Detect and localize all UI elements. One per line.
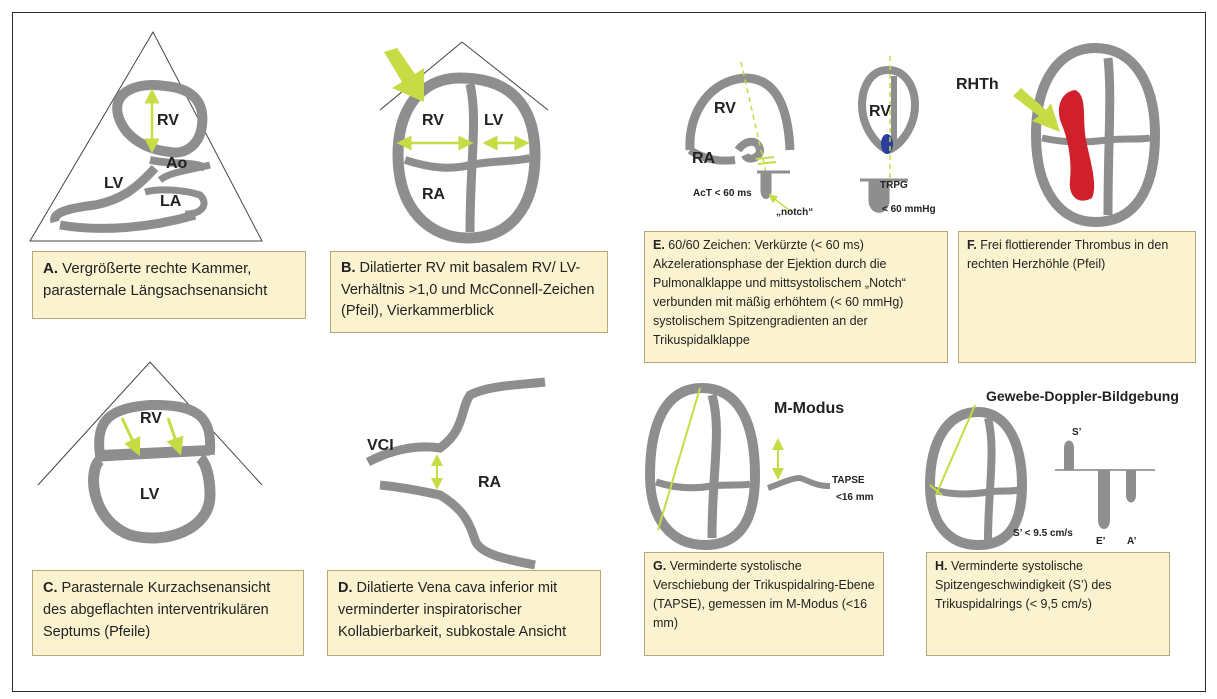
panel-c-label-rv: RV (140, 410, 162, 428)
panel-c-label-lv: LV (140, 486, 159, 504)
panel-a-label-rv: RV (157, 112, 179, 130)
caption-e: E. 60/60 Zeichen: Verkürzte (< 60 ms) Ak… (644, 231, 948, 363)
panel-h-label-s: S’ (1072, 427, 1081, 438)
caption-b-text: Dilatierter RV mit basalem RV/ LV-Verhäl… (341, 260, 595, 319)
panel-a-posterior-wall (60, 215, 195, 228)
panel-b-label-ra: RA (422, 186, 445, 204)
panel-h-label-s-value: S’ < 9.5 cm/s (1013, 528, 1073, 539)
panel-e-tr-jet (881, 134, 893, 154)
panel-e-label-act: AcT < 60 ms (693, 188, 752, 199)
panel-f-drawing (1013, 48, 1155, 222)
panel-e-pulmonary-doppler (757, 172, 790, 198)
panel-a-label-lv: LV (104, 175, 123, 193)
caption-h: H. Verminderte systolische Spitzengeschw… (926, 552, 1170, 656)
caption-b-letter: B. (341, 260, 356, 276)
panel-d-drawing (368, 382, 545, 565)
caption-f: F. Frei flottierender Thrombus in den re… (958, 231, 1196, 363)
panel-g-label-tapse-value: <16 mm (836, 492, 874, 503)
panel-h-s-wave (1064, 441, 1074, 471)
panel-h-e-wave (1098, 470, 1110, 529)
panel-e-label-trpg: TRPG (880, 180, 908, 191)
panel-d-lower-wall (380, 485, 535, 565)
panel-e-label-rv2: RV (869, 103, 891, 121)
panel-c-arrow-left (122, 418, 136, 448)
panel-h-a-wave (1126, 470, 1136, 503)
panel-c-drawing (38, 362, 262, 538)
caption-c: C. Parasternale Kurzachsenansicht des ab… (32, 570, 304, 656)
panel-g-septum (712, 395, 716, 538)
caption-d-text: Dilatierte Vena cava inferior mit vermin… (338, 580, 566, 640)
panel-b-septum (470, 84, 474, 232)
caption-h-text: Verminderte systolische Spitzengeschwind… (935, 559, 1111, 611)
panel-d-label-vci: VCI (367, 437, 394, 455)
panel-e-label-ra: RA (692, 150, 715, 168)
panel-b-drawing (380, 42, 548, 238)
caption-a: A. Vergrößerte rechte Kammer, parasterna… (32, 251, 306, 319)
panel-g-heart-outline (650, 388, 755, 545)
panel-e-label-rv: RV (714, 100, 736, 118)
panel-f-av-plane (1042, 138, 1150, 142)
panel-h-label-title: Gewebe-Doppler-Bildgebung (986, 388, 1179, 404)
caption-d: D. Dilatierte Vena cava inferior mit ver… (327, 570, 601, 656)
caption-a-letter: A. (43, 260, 58, 277)
panel-e-label-notch: „notch“ (776, 207, 813, 218)
panel-g-label-tapse: TAPSE (832, 475, 865, 486)
caption-d-letter: D. (338, 580, 353, 596)
panel-e-rv-outflow (690, 78, 790, 150)
panel-b-label-lv: LV (484, 112, 503, 130)
caption-f-letter: F. (967, 238, 977, 252)
caption-f-text: Frei flottierender Thrombus in den recht… (967, 238, 1168, 271)
panel-e-label-trpg-value: < 60 mmHg (882, 204, 936, 215)
panel-f-heart-outline (1036, 48, 1155, 222)
panel-a-label-ao: Ao (166, 155, 187, 173)
caption-c-text: Parasternale Kurzachsenansicht des abgef… (43, 580, 270, 640)
panel-d-label-ra: RA (478, 474, 501, 492)
panel-b-label-rv: RV (422, 112, 444, 130)
caption-e-letter: E. (653, 238, 665, 252)
panel-d-upper-wall (368, 382, 545, 462)
panel-h-drawing (930, 405, 1155, 545)
caption-e-text: 60/60 Zeichen: Verkürzte (< 60 ms) Akzel… (653, 238, 906, 347)
panel-f-label-rhth: RHTh (956, 76, 999, 94)
panel-f-thrombus (1059, 90, 1094, 201)
caption-g-text: Verminderte systolische Verschiebung der… (653, 559, 875, 630)
panel-h-av-plane (934, 490, 1018, 494)
panel-a-drawing (30, 32, 262, 241)
panel-c-arrow-right (168, 418, 178, 447)
panel-h-label-a: A’ (1127, 536, 1136, 547)
panel-h-septum (988, 418, 992, 540)
caption-h-letter: H. (935, 559, 948, 573)
panel-e-valve-mark2 (758, 162, 776, 164)
panel-g-label-mmode: M-Modus (774, 400, 844, 418)
caption-a-text: Vergrößerte rechte Kammer, parasternale … (43, 260, 267, 299)
panel-a-label-la: LA (160, 193, 181, 211)
panel-b-mcconnell-arrow (384, 48, 424, 102)
caption-g-letter: G. (653, 559, 666, 573)
panel-h-label-e: E’ (1096, 536, 1105, 547)
panel-b-av-plane (405, 158, 530, 168)
caption-c-letter: C. (43, 580, 58, 596)
caption-g: G. Verminderte systolische Verschiebung … (644, 552, 884, 656)
panel-g-tapse-trace (768, 478, 830, 488)
caption-b: B. Dilatierter RV mit basalem RV/ LV-Ver… (330, 251, 608, 333)
